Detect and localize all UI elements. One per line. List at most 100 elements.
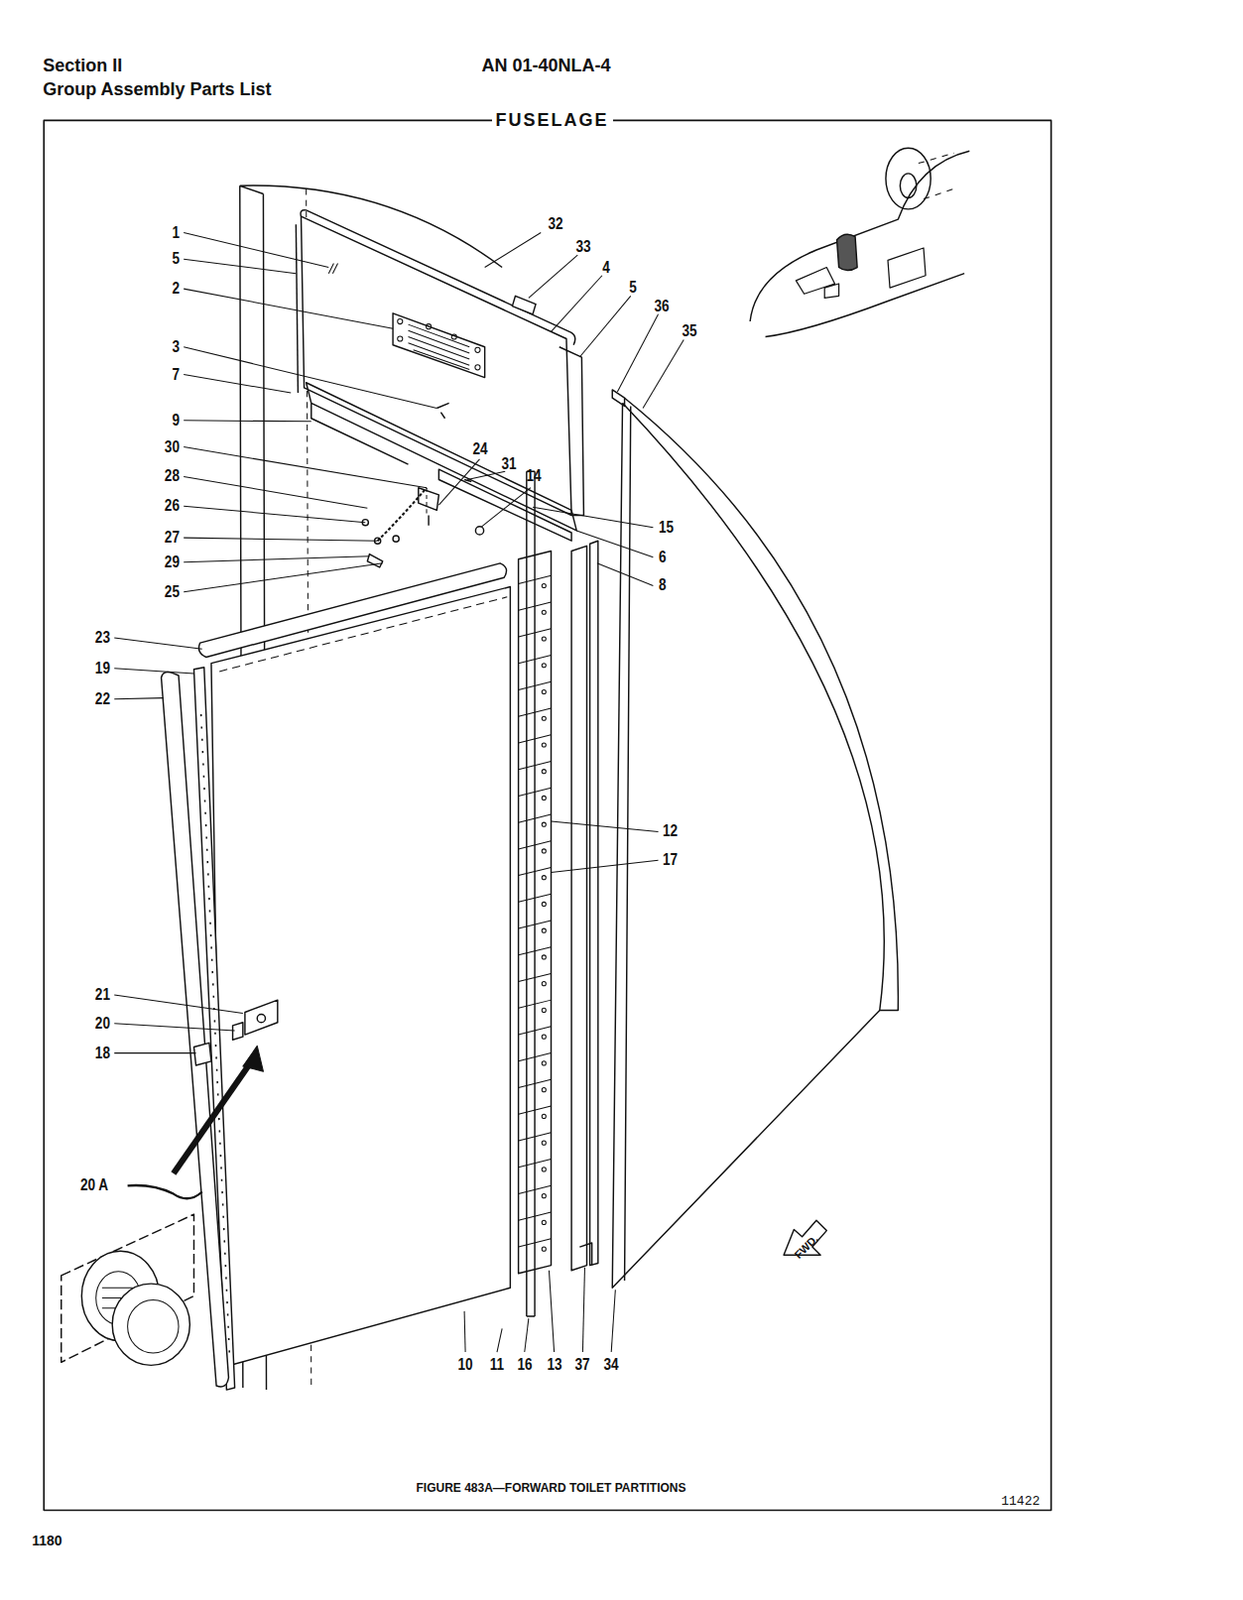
chain — [377, 488, 427, 541]
hinge-hole — [541, 583, 546, 588]
hinge-knuckle — [518, 681, 552, 690]
leader-line — [114, 1023, 235, 1031]
leader-line — [114, 668, 194, 674]
page-frame — [43, 120, 1051, 1510]
upper-panel-left-strip — [295, 224, 298, 393]
knob — [112, 1283, 190, 1366]
hinge-hole — [541, 1088, 546, 1093]
hinge-knuckle — [518, 760, 552, 769]
leader-line — [482, 488, 531, 527]
header-channel — [306, 382, 578, 531]
hinge-hole — [541, 875, 546, 880]
callout-number: 37 — [575, 1357, 591, 1373]
hinge-knuckle — [518, 735, 552, 744]
leader-line — [532, 506, 653, 528]
direction-label: FWD. — [792, 1233, 821, 1261]
hinge-knuckle — [518, 1053, 552, 1062]
hinge-hole — [541, 1061, 546, 1066]
leader-line — [611, 1289, 616, 1353]
callout-number: 34 — [604, 1357, 620, 1373]
hinge-hole — [541, 1140, 546, 1145]
hinge-knuckle — [518, 708, 552, 717]
leader-line — [551, 860, 659, 872]
leader-line — [642, 340, 684, 409]
callout-number: 13 — [546, 1357, 562, 1373]
callout-number: 14 — [525, 468, 541, 485]
hinge-knuckle — [518, 841, 552, 850]
vent-grille — [392, 313, 486, 378]
section-subheading: Group Assembly Parts List — [42, 80, 271, 99]
callout-number: 36 — [653, 298, 669, 315]
callout-number: 24 — [472, 441, 488, 458]
upper-panel-side-strip — [559, 347, 585, 516]
callout-number: 33 — [576, 239, 592, 255]
callout-number: 28 — [164, 468, 180, 485]
hinge-knuckle — [518, 1026, 552, 1035]
leader-line — [467, 471, 505, 480]
hinge-hole — [541, 689, 546, 694]
hinge-knuckle — [518, 973, 552, 982]
leader-line — [524, 1318, 529, 1353]
leader-line — [183, 374, 291, 394]
hinge-hole — [541, 849, 546, 854]
leader-line — [114, 698, 163, 700]
hinge-hole — [541, 822, 546, 827]
hinge-knuckle — [518, 1159, 552, 1168]
figure-title: FUSELAGE — [492, 111, 614, 129]
hinge-hole — [541, 1007, 546, 1012]
door-top-bar — [198, 563, 506, 658]
hinge-hole — [541, 1114, 546, 1119]
hinge-knuckle — [518, 1212, 552, 1221]
callout-number: 21 — [95, 987, 111, 1003]
callout-number: 25 — [164, 584, 180, 601]
screw — [436, 402, 449, 418]
callout-number: 35 — [682, 323, 698, 340]
leader-line — [582, 1267, 585, 1353]
hinge-knuckle — [518, 628, 552, 637]
callout-number: 10 — [458, 1357, 474, 1373]
leader-line — [183, 288, 393, 329]
hinge-hole — [541, 1246, 546, 1251]
hinge-knuckle — [518, 1106, 552, 1115]
hinge-hole — [541, 743, 546, 747]
hinge-hole — [541, 795, 546, 800]
hinge-hole — [541, 1220, 546, 1225]
hinge-hole — [541, 636, 546, 641]
callout-number: 17 — [662, 852, 678, 869]
callout-number: 5 — [171, 250, 180, 267]
hinge-hole — [541, 1194, 546, 1199]
hinge-knuckle — [518, 920, 552, 929]
callout-number: 30 — [164, 439, 180, 456]
leader-line — [497, 1328, 502, 1353]
callout-number: 3 — [171, 339, 180, 356]
callout-number: 26 — [164, 497, 180, 514]
callout-number: 8 — [658, 577, 667, 594]
callout-number: 9 — [171, 412, 180, 429]
leader-line — [438, 459, 480, 505]
callout-number: 31 — [501, 456, 517, 473]
upper-panel-top-bar — [300, 210, 576, 346]
callout-number: 29 — [164, 554, 180, 571]
aircraft-outline — [749, 150, 970, 337]
side-partition — [612, 402, 884, 1288]
leader-line — [528, 254, 578, 298]
bracket — [511, 295, 536, 315]
leader-line — [464, 1311, 466, 1353]
leader-line — [114, 1052, 196, 1054]
leader-line — [183, 347, 437, 409]
hinge-hole — [541, 928, 546, 933]
side-partition-edges — [624, 397, 899, 1281]
page-number: 1180 — [31, 1533, 62, 1548]
callout-number: 11 — [490, 1357, 504, 1373]
callout-number: 32 — [547, 216, 563, 233]
leader-line — [183, 505, 366, 522]
leader-line — [485, 233, 542, 268]
hinge-knuckle — [518, 814, 552, 823]
hinge-knuckle — [518, 602, 552, 611]
callout-number: 2 — [171, 280, 180, 297]
leader-line — [183, 258, 296, 273]
leader-line — [548, 1270, 554, 1353]
detail-arrow — [173, 1056, 255, 1174]
location-marker — [837, 234, 859, 270]
callout-number: 12 — [662, 823, 678, 840]
